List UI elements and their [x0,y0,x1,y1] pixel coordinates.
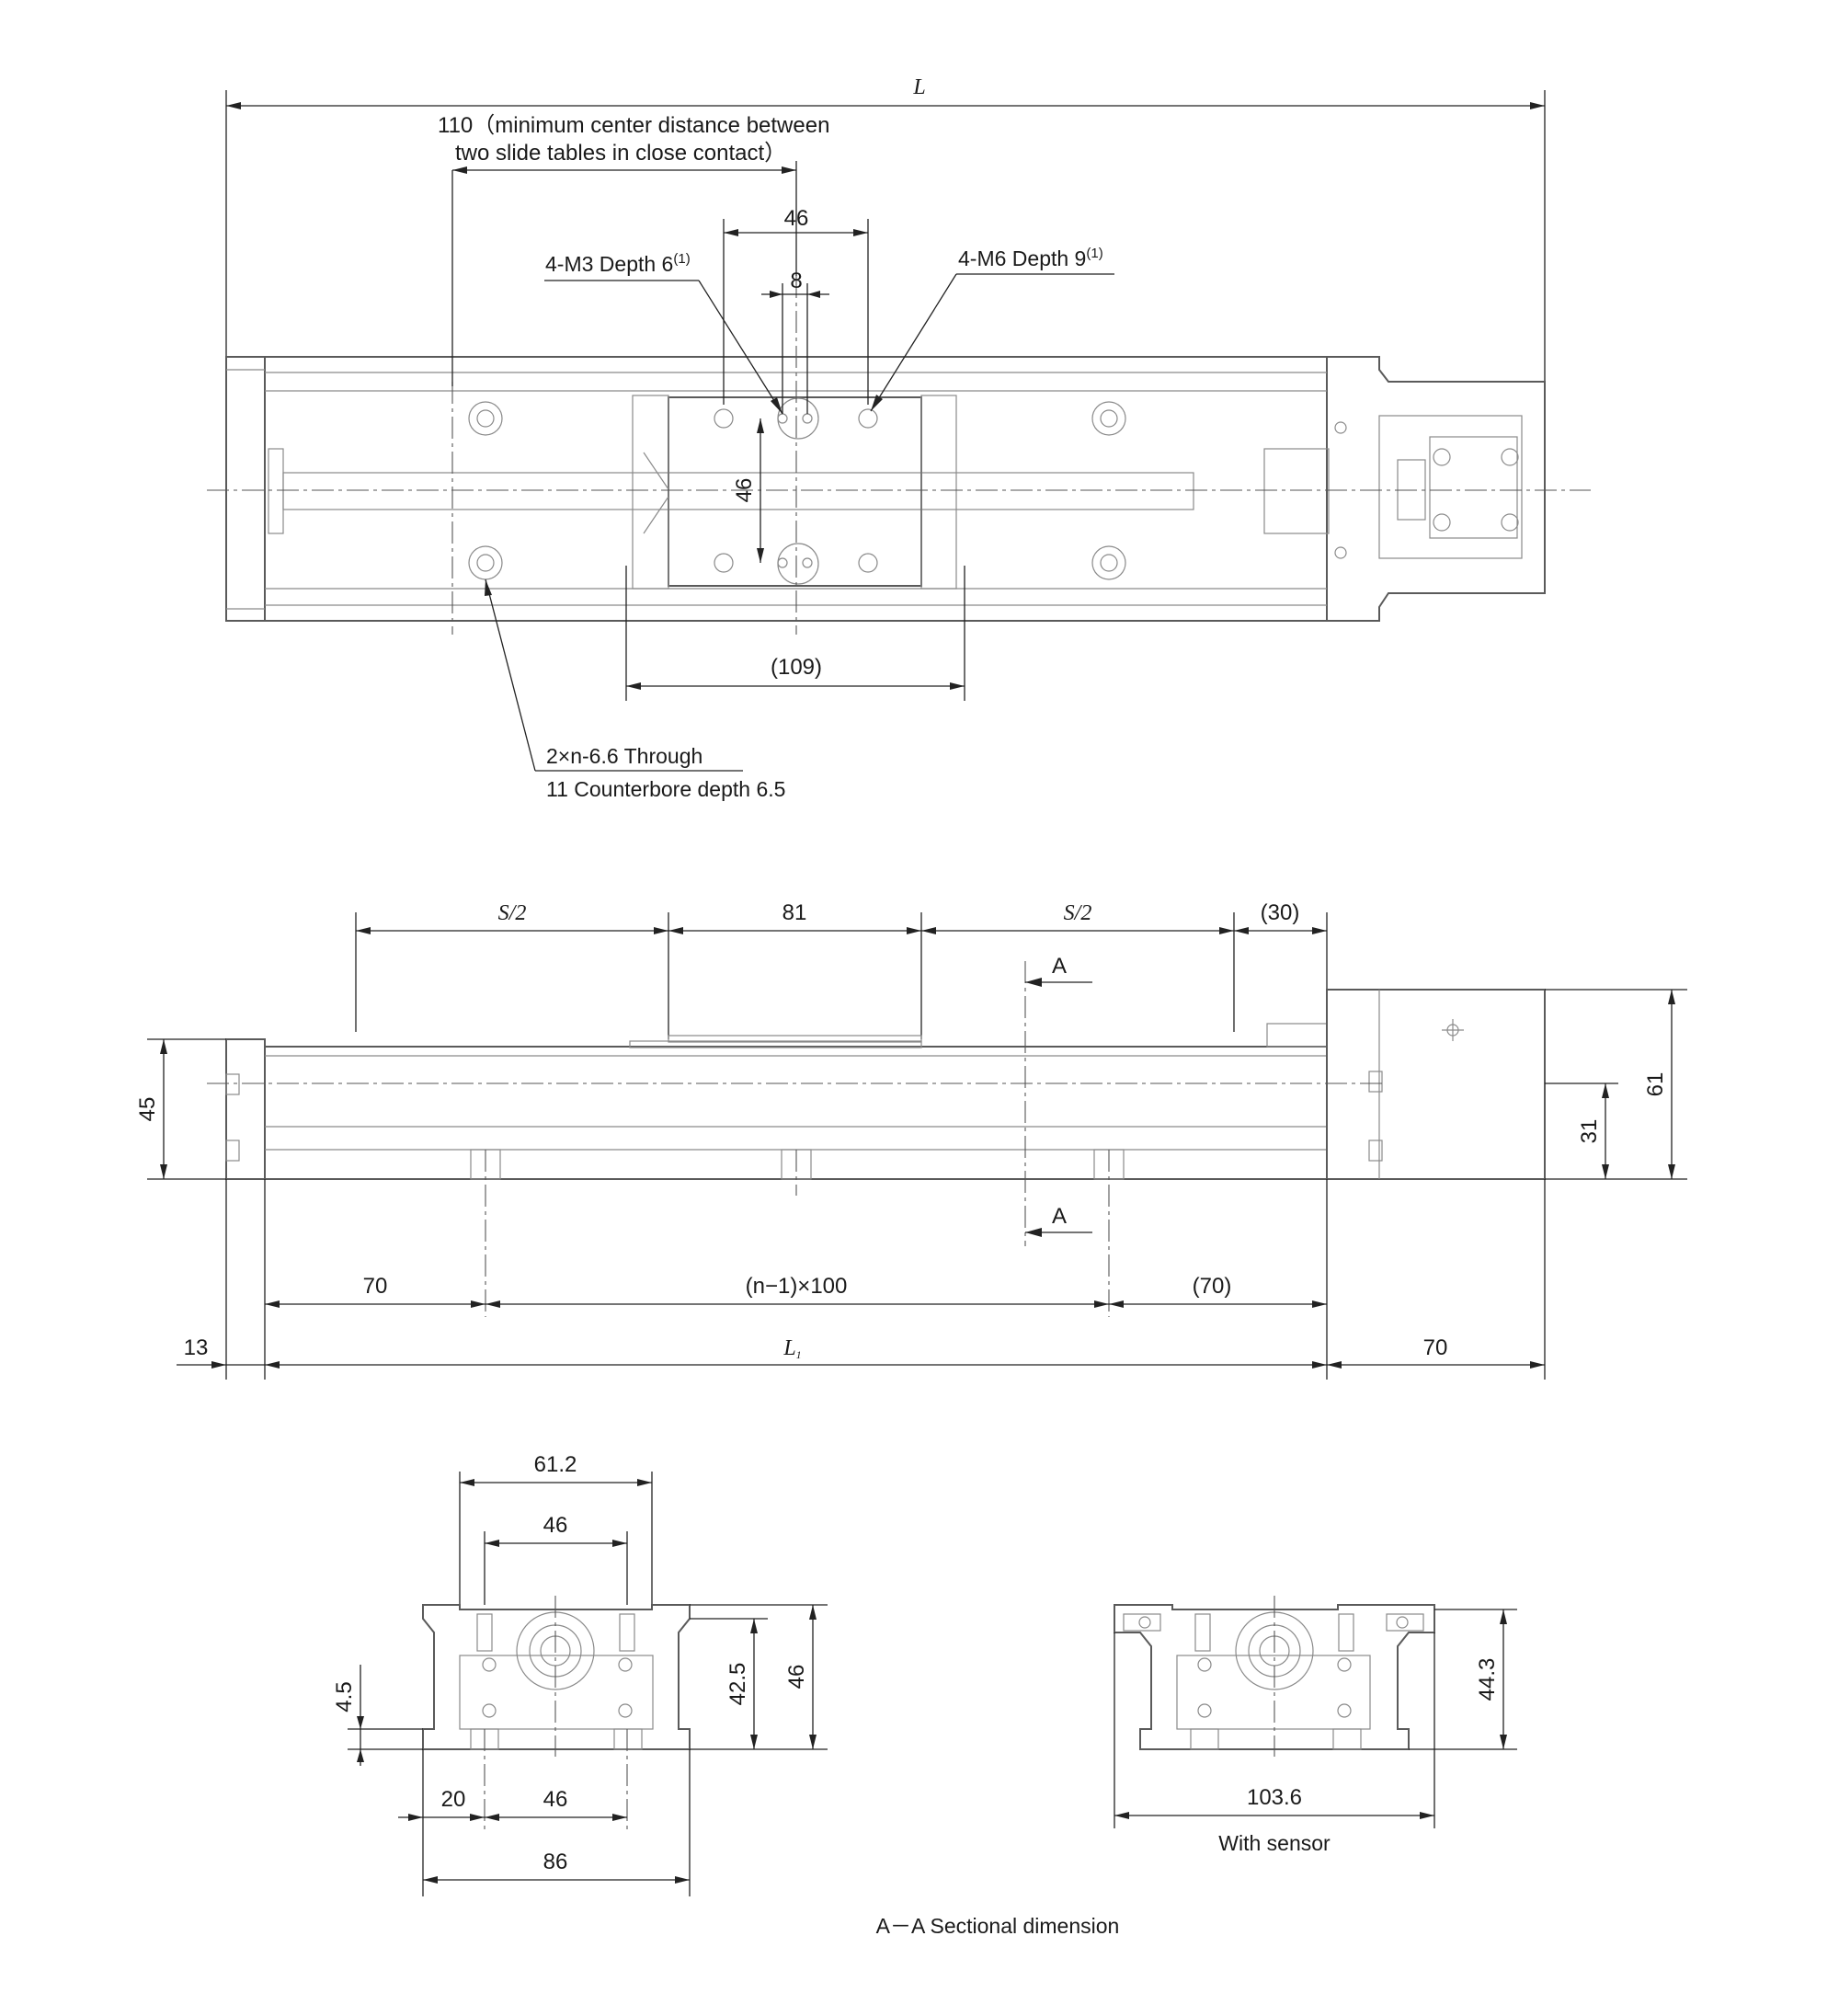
last-hole-distance: (70) [1193,1274,1232,1299]
m6-label: 4-M6 Depth 9(1) [958,246,1103,270]
sensor-caption: With sensor [1218,1831,1331,1855]
m3-label: 4-M3 Depth 6(1) [545,251,691,276]
shaft-height: 31 [1577,1119,1602,1144]
motor-height: 61 [1643,1072,1668,1097]
through-hole-label-2: 11 Counterbore depth 6.5 [546,777,785,801]
m3-label-text: 4-M3 Depth 6 [545,252,673,276]
table-length: (109) [771,655,822,680]
section-hole-depth: 4.5 [332,1681,357,1712]
table-hole-pitch-x: 46 [784,206,809,231]
through-hole-label-1: 2×n-6.6 Through [546,744,702,768]
min-center-distance-line1: 110（minimum center distance between [438,113,829,138]
end-plate-thickness: 13 [184,1335,209,1360]
motor-length: 70 [1423,1335,1448,1360]
section-table-height: 42.5 [725,1663,750,1706]
section-mark-bottom: A [1052,1204,1067,1229]
min-center-distance-line2: two slide tables in close contact） [455,141,786,166]
stroke-half-left: S/2 [498,901,527,925]
section-caption: A－A Sectional dimension [876,1914,1120,1938]
section-base-width: 86 [543,1850,568,1874]
m6-label-text: 4-M6 Depth 9 [958,246,1086,270]
section-hole-pitch-bottom: 46 [543,1787,568,1812]
body-length-symbol: L [782,1336,795,1360]
section-edge-offset: 20 [441,1787,466,1812]
section-top-width: 61.2 [534,1452,577,1477]
hole-pitch: (n−1)×100 [746,1274,848,1299]
m3-note-ref: (1) [673,251,690,267]
top-view: L [207,75,1591,801]
center-hole-pitch: 8 [790,269,802,293]
stroke-half-right: S/2 [1064,901,1092,925]
body-height: 45 [135,1097,160,1122]
table-width: 81 [782,900,807,925]
section-hole-pitch-top: 46 [543,1513,568,1538]
m6-note-ref: (1) [1086,246,1102,261]
body-length: L1 [782,1336,801,1361]
body-length-subscript: 1 [796,1348,802,1361]
section-mark-top: A [1052,954,1067,979]
side-view: S/2 81 S/2 (30) A A [135,900,1687,1380]
table-hole-pitch-y: 46 [732,478,757,503]
first-hole-distance: 70 [363,1274,388,1299]
end-clearance: (30) [1261,900,1300,925]
section-overall-height: 46 [784,1665,809,1690]
sensor-height: 44.3 [1475,1658,1500,1701]
overall-length-label: L [912,75,925,99]
section-view: 61.2 46 4.5 [332,1452,1517,1938]
sensor-width: 103.6 [1247,1785,1302,1810]
